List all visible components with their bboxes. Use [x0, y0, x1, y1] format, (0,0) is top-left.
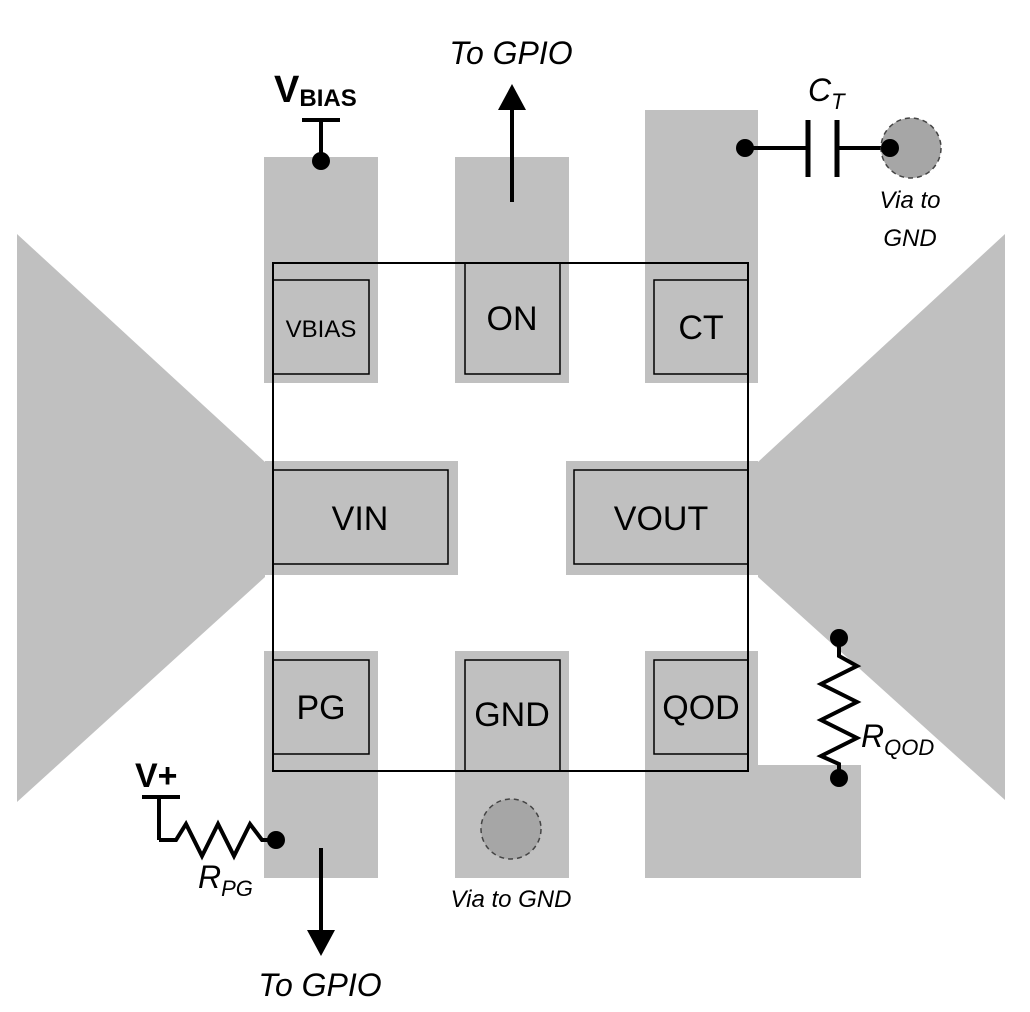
via-bottom-label: Via to GND [451, 886, 572, 913]
pin-label-ct: CT [678, 309, 723, 347]
pin-label-gnd: GND [474, 696, 550, 734]
vout-pad [573, 469, 749, 565]
vplus-supply-symbol [142, 795, 180, 840]
vbias-pad [272, 279, 370, 375]
pg-pad [272, 659, 370, 755]
rpg-resistor-label: RPG [198, 859, 253, 901]
rqod-resistor-label: RQOD [861, 718, 934, 760]
vout-copper-plane [758, 234, 1005, 800]
via-to-gnd-top [880, 117, 942, 179]
ct-copper-trace [645, 110, 758, 383]
vbias-copper-trace [264, 157, 378, 383]
vplus-supply-label: V+ [135, 757, 178, 795]
rqod-resistor-symbol [816, 629, 862, 787]
pin-label-vbias: VBIAS [286, 316, 357, 343]
vin-copper-plane [17, 234, 265, 802]
ct-pad [653, 279, 749, 375]
pin-label-vout: VOUT [614, 500, 708, 538]
vout-copper-pad [566, 461, 758, 575]
pin-label-pg: PG [296, 689, 345, 727]
qod-pad [653, 659, 749, 755]
ct-capacitor-symbol [736, 120, 890, 177]
pg-gpio-arrow [307, 848, 335, 956]
vbias-supply-symbol [302, 118, 340, 170]
pin-label-vin: VIN [332, 500, 389, 538]
via-top-label-line2: GND [883, 225, 936, 252]
vin-copper-pad [265, 461, 458, 575]
rpg-resistor-symbol [159, 819, 285, 861]
via-to-gnd-bottom [480, 798, 542, 860]
pin-label-on: ON [487, 300, 538, 338]
to-gpio-top-label: To GPIO [449, 35, 572, 71]
via-top-label-line1: Via to [880, 187, 941, 214]
to-gpio-bottom-label: To GPIO [258, 967, 381, 1003]
vin-pad [272, 469, 449, 565]
on-gpio-arrow [498, 84, 526, 202]
pin-label-qod: QOD [662, 689, 739, 727]
gnd-pad [464, 659, 561, 772]
ct-capacitor-label: CT [808, 72, 846, 114]
rqod-copper-pad [645, 765, 861, 878]
on-pad [464, 262, 561, 375]
vbias-supply-label: VBIAS [274, 69, 357, 112]
